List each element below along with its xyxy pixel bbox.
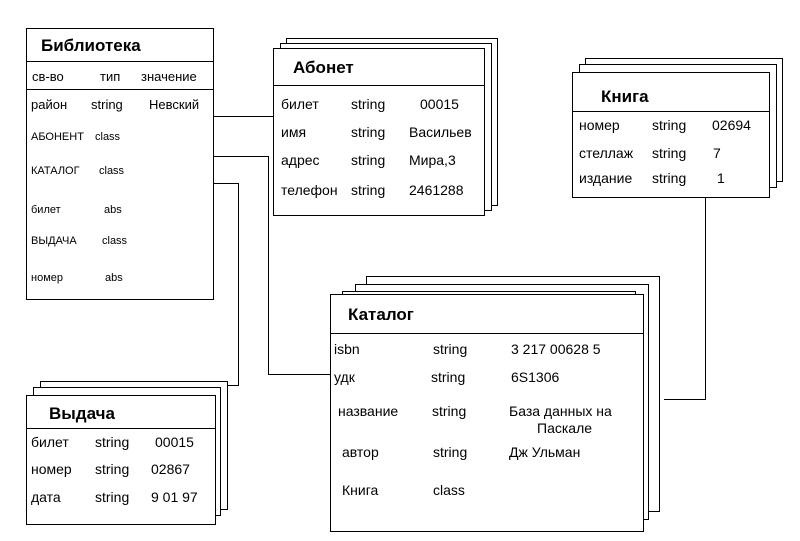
property-label: адрес [281,152,320,168]
abonent-class-box: Абонет билет string 00015 имя string Вас… [273,48,485,216]
kniga-title: Книга [601,87,649,106]
type-label: class [99,165,125,177]
vydacha-title: Выдача [49,404,115,423]
divider [27,428,215,429]
value-label: 7 [713,145,721,161]
type-label: string [351,124,386,140]
value-label: 00015 [420,96,459,112]
type-label: string [652,170,687,186]
type-label: string [652,145,687,161]
value-label: 3 217 00628 5 [511,341,601,357]
type-label: string [433,341,468,357]
value-label: 1 [717,170,725,186]
property-label: КАТАЛОГ [31,165,80,177]
property-label: стеллаж [579,145,634,161]
header-value: значение [141,69,197,84]
value-label: 9 01 97 [151,489,198,505]
property-label: название [338,403,399,419]
property-label: имя [281,124,307,140]
connector-line [213,183,238,184]
property-label: билет [281,96,319,112]
property-label: билет [31,434,69,450]
value-label: Мира,3 [409,152,456,168]
abonent-title: Абонет [293,58,354,77]
connector-line [213,156,268,157]
vydacha-class-box: Выдача билет string 00015 номер string 0… [26,395,216,525]
value-label: 02867 [151,461,190,477]
property-label: номер [579,117,620,133]
type-label: abs [105,272,123,284]
value-label: Невский [149,97,200,112]
header-type: тип [100,69,121,84]
property-label: номер [31,461,72,477]
divider [27,61,213,62]
connector-line [268,374,330,375]
value-label: 00015 [155,434,194,450]
connector-line [268,156,269,374]
katalog-class-box: Каталог isbn string 3 217 00628 5 удк st… [330,294,644,532]
value-label: 2461288 [409,182,464,198]
property-label: АБОНЕНТ [31,131,84,143]
value-label: 6S1306 [511,369,560,385]
property-label: isbn [334,341,360,357]
value-label: Паскале [537,420,593,436]
type-label: string [351,152,386,168]
type-label: abs [104,204,122,216]
header-property: св-во [32,69,64,84]
type-label: string [351,182,386,198]
value-label: 02694 [712,117,751,133]
type-label: string [433,444,468,460]
value-label: База данных на [509,403,612,419]
connector-line [705,198,706,399]
divider [331,333,643,334]
divider [274,85,484,86]
type-label: class [433,482,465,498]
connector-line [238,183,239,385]
type-label: string [91,97,123,112]
property-label: дата [31,489,61,505]
type-label: string [432,403,467,419]
type-label: string [95,434,130,450]
value-label: Васильев [409,124,472,140]
biblioteka-title: Библиотека [41,36,141,55]
property-label: район [31,97,68,112]
divider [27,89,213,90]
type-label: class [95,131,121,143]
property-label: автор [342,444,379,460]
property-label: ВЫДАЧА [31,235,77,247]
type-label: string [431,369,466,385]
type-label: string [95,489,130,505]
property-label: издание [579,170,633,186]
type-label: string [95,461,130,477]
kniga-class-box: Книга номер string 02694 стеллаж string … [572,72,770,198]
connector-line [664,399,706,400]
type-label: class [102,235,128,247]
biblioteka-class-box: Библиотека св-во тип значение район stri… [26,28,214,300]
connector-line [217,385,239,386]
katalog-title: Каталог [348,305,414,324]
property-label: номер [31,272,63,284]
property-label: Книга [342,482,379,498]
property-label: билет [31,204,61,216]
property-label: телефон [281,182,338,198]
value-label: Дж Ульман [509,444,581,460]
property-label: удк [334,369,355,385]
type-label: string [351,96,386,112]
connector-line [213,116,273,117]
type-label: string [652,117,687,133]
divider [573,111,769,112]
